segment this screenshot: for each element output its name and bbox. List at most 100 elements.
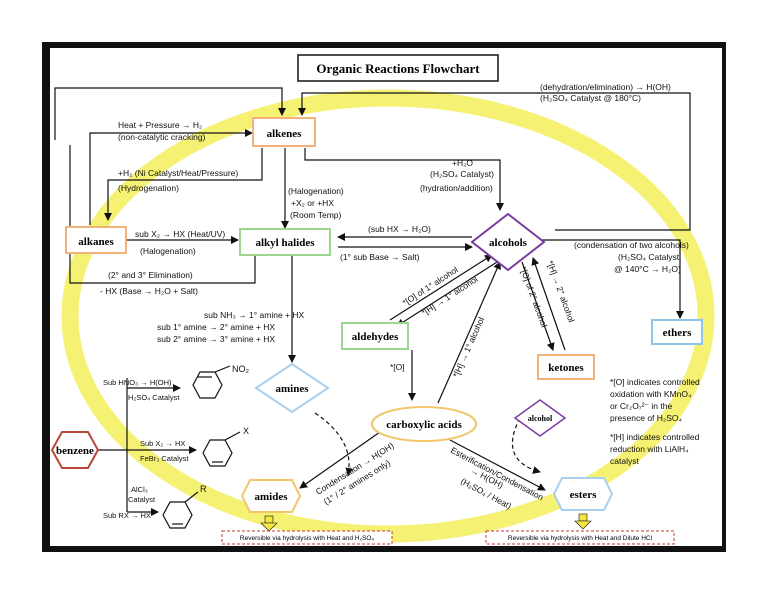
label-red-acid: *[H] → 1° alcohol (451, 315, 487, 378)
label-halogenation-1: (Halogenation) (288, 186, 344, 196)
ethers-label: ethers (663, 327, 692, 339)
node-alcohol-small[interactable]: alcohol (513, 399, 567, 437)
alcohols-diamond (470, 212, 546, 272)
amides-reversible-box (221, 530, 393, 545)
node-alkenes[interactable]: alkenes (252, 117, 316, 147)
label-cracking-1: Heat + Pressure → H₂ (118, 120, 202, 130)
label-subhx: (sub HX → H₂O) (368, 224, 431, 234)
label-condensation-2: (H₂SO₄ Catalyst (618, 252, 680, 262)
alkanes-label: alkanes (78, 236, 114, 248)
edge-ketones-to-alcohols (531, 257, 566, 351)
edge-hydration (304, 148, 504, 211)
edge-alcohols-to-ketones (521, 261, 555, 351)
edge-acids-to-alcohols (437, 261, 501, 404)
label-amine-3: sub 2° amine → 3° amine + HX (157, 334, 275, 344)
ketones-label: ketones (548, 362, 584, 374)
page-title: Organic Reactions Flowchart (316, 61, 480, 76)
note-reduction-3: catalyst (610, 456, 639, 466)
alkenes-label: alkenes (267, 128, 303, 140)
benzene-hexagon (50, 431, 100, 469)
alkanes-box (65, 226, 127, 254)
top-margin (0, 0, 768, 42)
alkyl-halides-label: alkyl halides (256, 237, 316, 249)
label-subbase: (1° sub Base → Salt) (340, 252, 420, 262)
edge-acids-to-amides (299, 431, 381, 489)
alcohol-small-diamond (513, 399, 567, 437)
node-carboxylic-acids[interactable]: carboxylic acids (371, 406, 477, 442)
label-hydrogenation-1: +H₂ (Ni Catalyst/Heat/Pressure) (118, 168, 238, 178)
edge-aldehydes-to-alcohols (389, 254, 493, 321)
node-ketones[interactable]: ketones (537, 354, 595, 380)
edge-outer-to-alkenes (54, 87, 286, 140)
label-condensation-3: @ 140°C → H₂O) (614, 264, 681, 274)
amines-diamond (254, 362, 330, 414)
label-nitration-1: Sub HNO₃ → H(OH) (103, 378, 172, 387)
label-halo-benz-2: FeBr₃ Catalyst (140, 454, 189, 463)
label-amine-2: sub 1° amine → 2° amine + HX (157, 322, 275, 332)
label-ox-aldehyde: *[O] (390, 362, 405, 372)
esters-down-arrow (574, 513, 592, 530)
amides-octagon (240, 479, 302, 513)
label-halo-benz-1: Sub X₂ → HX (140, 439, 185, 448)
node-alkanes[interactable]: alkanes (65, 226, 127, 254)
label-condensation-1: (condensation of two alcohols) (574, 240, 689, 250)
nitrobenzene-bond (214, 365, 231, 373)
edge-alcohols-to-aldehydes (396, 261, 498, 327)
nitro-group-label: NO₂ (232, 364, 250, 374)
node-benzene[interactable]: benzene (50, 431, 100, 469)
halobenzene-bond (224, 431, 241, 441)
label-halogenation-3: (Room Temp) (290, 210, 341, 220)
edge-cracking (89, 129, 253, 225)
title-box (297, 54, 499, 82)
node-ethers[interactable]: ethers (651, 319, 703, 345)
node-alcohols[interactable]: alcohols (470, 212, 546, 272)
alcohols-label: alcohols (489, 237, 528, 249)
esters-reversible-text: Reversible via hydrolysis with Heat and … (508, 535, 653, 542)
node-aldehydes[interactable]: aldehydes (341, 322, 409, 350)
label-ox-2: *[O] of 2° alcohol (518, 265, 549, 329)
label-elimination-1: (2° and 3° Elimination) (108, 270, 193, 280)
amines-label: amines (276, 383, 310, 395)
benzene-label: benzene (56, 445, 94, 457)
note-oxidation-3: or Cr₂O₇²⁻ in the (610, 401, 672, 411)
note-reduction-1: *[H] indicates controlled (610, 432, 700, 442)
alcohol-small-label: alcohol (528, 414, 553, 423)
bottom-border (42, 546, 726, 552)
label-ox-1: *[O] of 1° alcohol (401, 264, 460, 307)
label-elimination-2: - HX (Base → H₂O + Salt) (100, 286, 198, 296)
esters-reversible-box (485, 530, 675, 545)
aldehydes-label: aldehydes (352, 331, 399, 343)
edge-acids-to-esters (449, 439, 546, 491)
label-cracking-2: (non-catalytic cracking) (118, 132, 206, 142)
alkylbenzene-bond (184, 491, 199, 503)
label-nitration-2: H₂SO₄ Catalyst (128, 393, 180, 402)
label-red-2: *[H] → 2° alcohol (545, 259, 577, 323)
node-alkyl-halides[interactable]: alkyl halides (239, 228, 331, 256)
nitrobenzene-ring (192, 371, 223, 399)
label-halogenation-2: +X₂ or +HX (291, 198, 334, 208)
aldehydes-box (341, 322, 409, 350)
node-esters[interactable]: esters (552, 477, 614, 511)
esters-octagon (552, 477, 614, 511)
right-border (722, 42, 726, 552)
label-subx2-1: sub X₂ → HX (Heat/UV) (135, 229, 225, 239)
edge-elimination (69, 145, 256, 284)
halogen-substituent-label: X (243, 426, 249, 436)
label-dehydration-1: (dehydration/elimination) → H(OH) (540, 82, 671, 92)
top-border (42, 42, 726, 48)
node-amides[interactable]: amides (240, 479, 302, 513)
note-reduction-2: reduction with LiAlH₄ (610, 444, 689, 454)
label-hydration-3: (hydration/addition) (420, 183, 493, 193)
label-hydration-2: (H₂SO₄ Catalyst) (430, 169, 494, 179)
label-hydration-1: +H₂O (452, 158, 473, 168)
edge-dehydration (298, 92, 691, 231)
label-alk-benz-3: Sub RX → HX (103, 511, 151, 520)
edge-hydrogenation (104, 148, 263, 221)
note-oxidation-1: *[O] indicates controlled (610, 377, 700, 387)
node-amines[interactable]: amines (254, 362, 330, 414)
left-border (42, 42, 50, 552)
carboxylic-acids-label: carboxylic acids (386, 419, 462, 431)
ethers-box (651, 319, 703, 345)
amides-reversible-text: Reversible via hydrolysis with Heat and … (240, 535, 374, 542)
